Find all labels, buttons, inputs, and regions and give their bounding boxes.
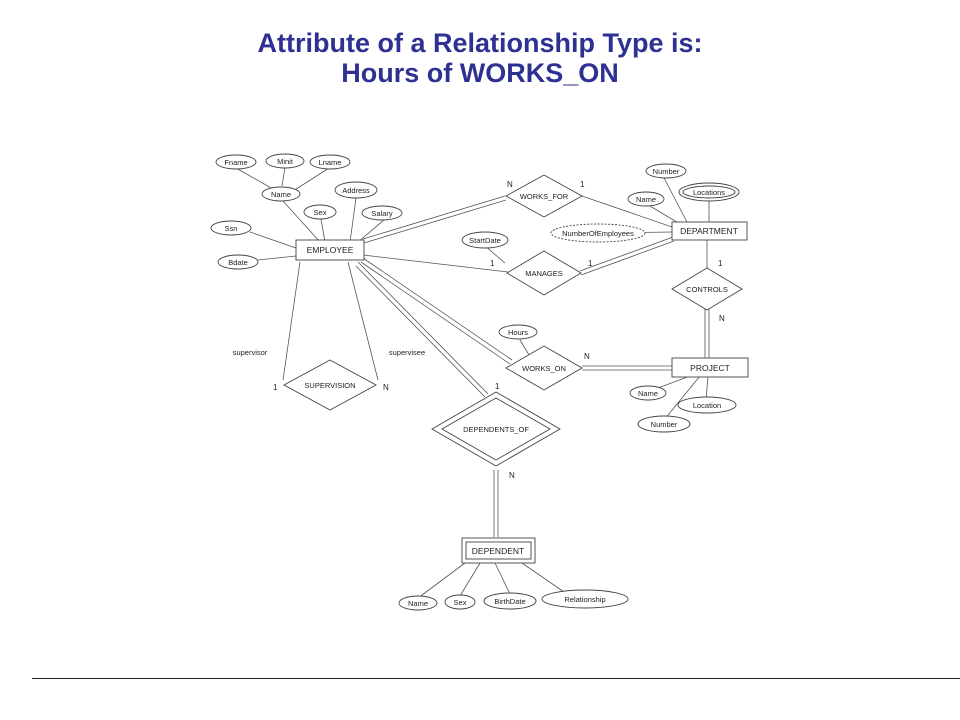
entity-employee[interactable]: EMPLOYEE (295, 239, 365, 261)
role-supervisee: supervisee (389, 348, 425, 357)
svg-text:Locations: Locations (693, 188, 725, 197)
card-dependents-of-emp: 1 (495, 382, 500, 391)
svg-text:Lname: Lname (319, 158, 342, 167)
attribute-department-number[interactable]: Number (645, 163, 687, 179)
svg-text:DEPENDENTS_OF: DEPENDENTS_OF (463, 425, 529, 434)
attribute-salary[interactable]: Salary (361, 205, 403, 221)
svg-text:Hours: Hours (508, 328, 528, 337)
svg-text:WORKS_FOR: WORKS_FOR (520, 192, 569, 201)
svg-text:Location: Location (693, 401, 721, 410)
role-supervisor: supervisor (233, 348, 268, 357)
card-works-for-emp: N (507, 180, 513, 189)
svg-text:WORKS_ON: WORKS_ON (522, 364, 566, 373)
attribute-start-date[interactable]: StartDate (461, 231, 509, 249)
footer-divider (32, 678, 960, 679)
svg-text:BirthDate: BirthDate (494, 597, 525, 606)
svg-text:StartDate: StartDate (469, 236, 501, 245)
card-manages-emp: 1 (490, 259, 495, 268)
svg-text:PROJECT: PROJECT (690, 363, 730, 373)
svg-text:Minit: Minit (277, 157, 294, 166)
svg-text:Name: Name (408, 599, 428, 608)
svg-text:MANAGES: MANAGES (525, 269, 563, 278)
card-works-for-dept: 1 (580, 180, 585, 189)
relationship-manages[interactable]: MANAGES (506, 250, 582, 296)
card-dependents-of-dep: N (509, 471, 515, 480)
entity-dependent[interactable]: DEPENDENT (461, 537, 536, 564)
attribute-relationship[interactable]: Relationship (541, 589, 629, 609)
attribute-lname[interactable]: Lname (309, 154, 351, 170)
svg-text:Name: Name (271, 190, 291, 199)
attribute-hours[interactable]: Hours (498, 324, 538, 340)
attribute-ssn[interactable]: Ssn (210, 220, 252, 236)
attribute-number-of-employees[interactable]: NumberOfEmployees (550, 223, 646, 243)
title-line-1: Attribute of a Relationship Type is: (257, 28, 703, 58)
svg-text:Number: Number (651, 420, 678, 429)
card-controls-proj: N (719, 314, 725, 323)
connector-lines (235, 166, 710, 599)
relationship-works-for[interactable]: WORKS_FOR (505, 174, 583, 218)
svg-text:NumberOfEmployees: NumberOfEmployees (562, 229, 634, 238)
svg-text:Fname: Fname (224, 158, 247, 167)
attribute-employee-sex[interactable]: Sex (303, 204, 337, 220)
attribute-employee-name[interactable]: Name (261, 186, 301, 202)
attribute-dependent-sex[interactable]: Sex (444, 594, 476, 610)
relationship-controls[interactable]: CONTROLS (671, 267, 743, 311)
entity-department[interactable]: DEPARTMENT (671, 221, 748, 241)
card-supervision-supervisor: 1 (273, 383, 278, 392)
svg-text:Name: Name (636, 195, 656, 204)
svg-text:Sex: Sex (314, 208, 327, 217)
entity-project[interactable]: PROJECT (671, 357, 749, 378)
svg-text:Salary: Salary (371, 209, 393, 218)
svg-text:Name: Name (638, 389, 658, 398)
attribute-project-location[interactable]: Location (677, 396, 737, 414)
svg-text:Number: Number (653, 167, 680, 176)
svg-text:Bdate: Bdate (228, 258, 248, 267)
card-supervision-supervisee: N (383, 383, 389, 392)
attribute-locations[interactable]: Locations (678, 182, 740, 202)
attribute-minit[interactable]: Minit (265, 153, 305, 169)
svg-text:EMPLOYEE: EMPLOYEE (307, 245, 354, 255)
relationship-supervision[interactable]: SUPERVISION (283, 359, 377, 411)
svg-text:Address: Address (342, 186, 370, 195)
attribute-project-number[interactable]: Number (637, 415, 691, 433)
attribute-project-name[interactable]: Name (629, 385, 667, 401)
slide-title: Attribute of a Relationship Type is: Hou… (0, 28, 960, 88)
relationship-dependents-of[interactable]: DEPENDENTS_OF (431, 391, 561, 467)
relationship-works-on[interactable]: WORKS_ON (505, 345, 583, 391)
attribute-fname[interactable]: Fname (215, 154, 257, 170)
svg-text:Relationship: Relationship (564, 595, 605, 604)
card-controls-dept: 1 (718, 259, 723, 268)
card-works-on-proj: N (584, 352, 590, 361)
svg-text:Ssn: Ssn (225, 224, 238, 233)
attribute-bdate[interactable]: Bdate (217, 254, 259, 270)
attribute-department-name[interactable]: Name (627, 191, 665, 207)
svg-text:SUPERVISION: SUPERVISION (304, 381, 355, 390)
svg-text:DEPARTMENT: DEPARTMENT (680, 226, 738, 236)
svg-text:CONTROLS: CONTROLS (686, 285, 728, 294)
svg-text:DEPENDENT: DEPENDENT (472, 546, 524, 556)
cardinality-labels: N 1 1 1 1 N N 1 N 1 N (273, 180, 725, 480)
attribute-birth-date[interactable]: BirthDate (483, 592, 537, 610)
attribute-address[interactable]: Address (334, 181, 378, 199)
svg-text:Sex: Sex (454, 598, 467, 607)
card-manages-dept: 1 (588, 259, 593, 268)
attribute-dependent-name[interactable]: Name (398, 595, 438, 611)
title-line-2: Hours of WORKS_ON (341, 58, 619, 88)
